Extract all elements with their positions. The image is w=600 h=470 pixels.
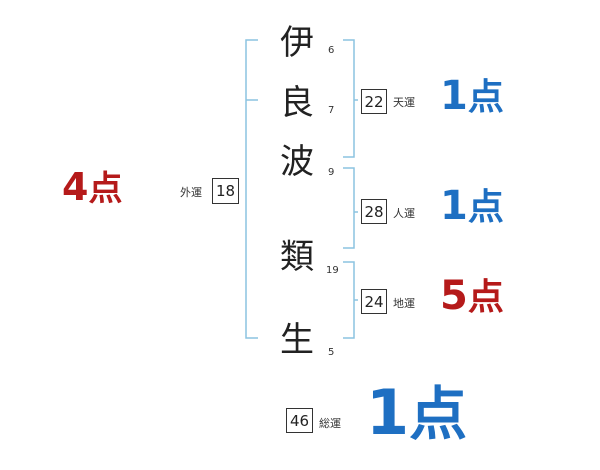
chiun-value-box: 24 xyxy=(361,289,387,314)
jinun-bracket xyxy=(343,167,358,249)
souun-score-unit: 点 xyxy=(409,380,468,448)
tenun-label: 天運 xyxy=(393,96,415,109)
name-char-1: 伊 xyxy=(280,23,314,63)
stroke-count-3: 9 xyxy=(328,167,335,178)
souun-value: 46 xyxy=(289,411,310,430)
jinun-score-number: 1 xyxy=(440,183,468,229)
souun-score-number: 1 xyxy=(366,376,410,449)
tenun-value-box: 22 xyxy=(361,89,387,114)
souun-value-box: 46 xyxy=(286,408,313,433)
gaiun-label: 外運 xyxy=(180,186,202,199)
chiun-score-number: 5 xyxy=(440,273,468,319)
chiun-label: 地運 xyxy=(393,297,415,310)
gaiun-value: 18 xyxy=(215,182,236,200)
jinun-label: 人運 xyxy=(393,207,415,220)
name-char-2: 良 xyxy=(280,83,314,123)
stroke-count-5: 5 xyxy=(328,347,335,358)
stroke-count-1: 6 xyxy=(328,45,335,56)
gaiun-score-number: 4 xyxy=(62,165,89,209)
jinun-value: 28 xyxy=(364,202,384,221)
chiun-score-unit: 点 xyxy=(467,277,504,318)
tenun-score: 1点 xyxy=(440,76,504,116)
souun-score: 1点 xyxy=(366,382,467,444)
stroke-count-2: 7 xyxy=(328,105,335,116)
name-char-3: 波 xyxy=(280,142,314,182)
stroke-count-4: 19 xyxy=(326,265,339,276)
tenun-value: 22 xyxy=(364,92,384,111)
gaiun-score: 4点 xyxy=(62,168,122,206)
jinun-value-box: 28 xyxy=(361,199,387,224)
chiun-bracket xyxy=(343,261,358,339)
tenun-score-unit: 点 xyxy=(467,77,504,118)
chiun-value: 24 xyxy=(364,292,384,311)
gaiun-value-box: 18 xyxy=(212,178,239,204)
souun-label: 総運 xyxy=(319,417,341,430)
gaiun-score-unit: 点 xyxy=(88,169,123,209)
name-char-5: 生 xyxy=(280,320,314,360)
chiun-score: 5点 xyxy=(440,276,504,316)
tenun-bracket xyxy=(343,39,358,158)
tenun-score-number: 1 xyxy=(440,73,468,119)
jinun-score: 1点 xyxy=(440,186,504,226)
gaiun-bracket xyxy=(245,39,258,339)
name-char-4: 類 xyxy=(280,237,314,277)
jinun-score-unit: 点 xyxy=(467,187,504,228)
